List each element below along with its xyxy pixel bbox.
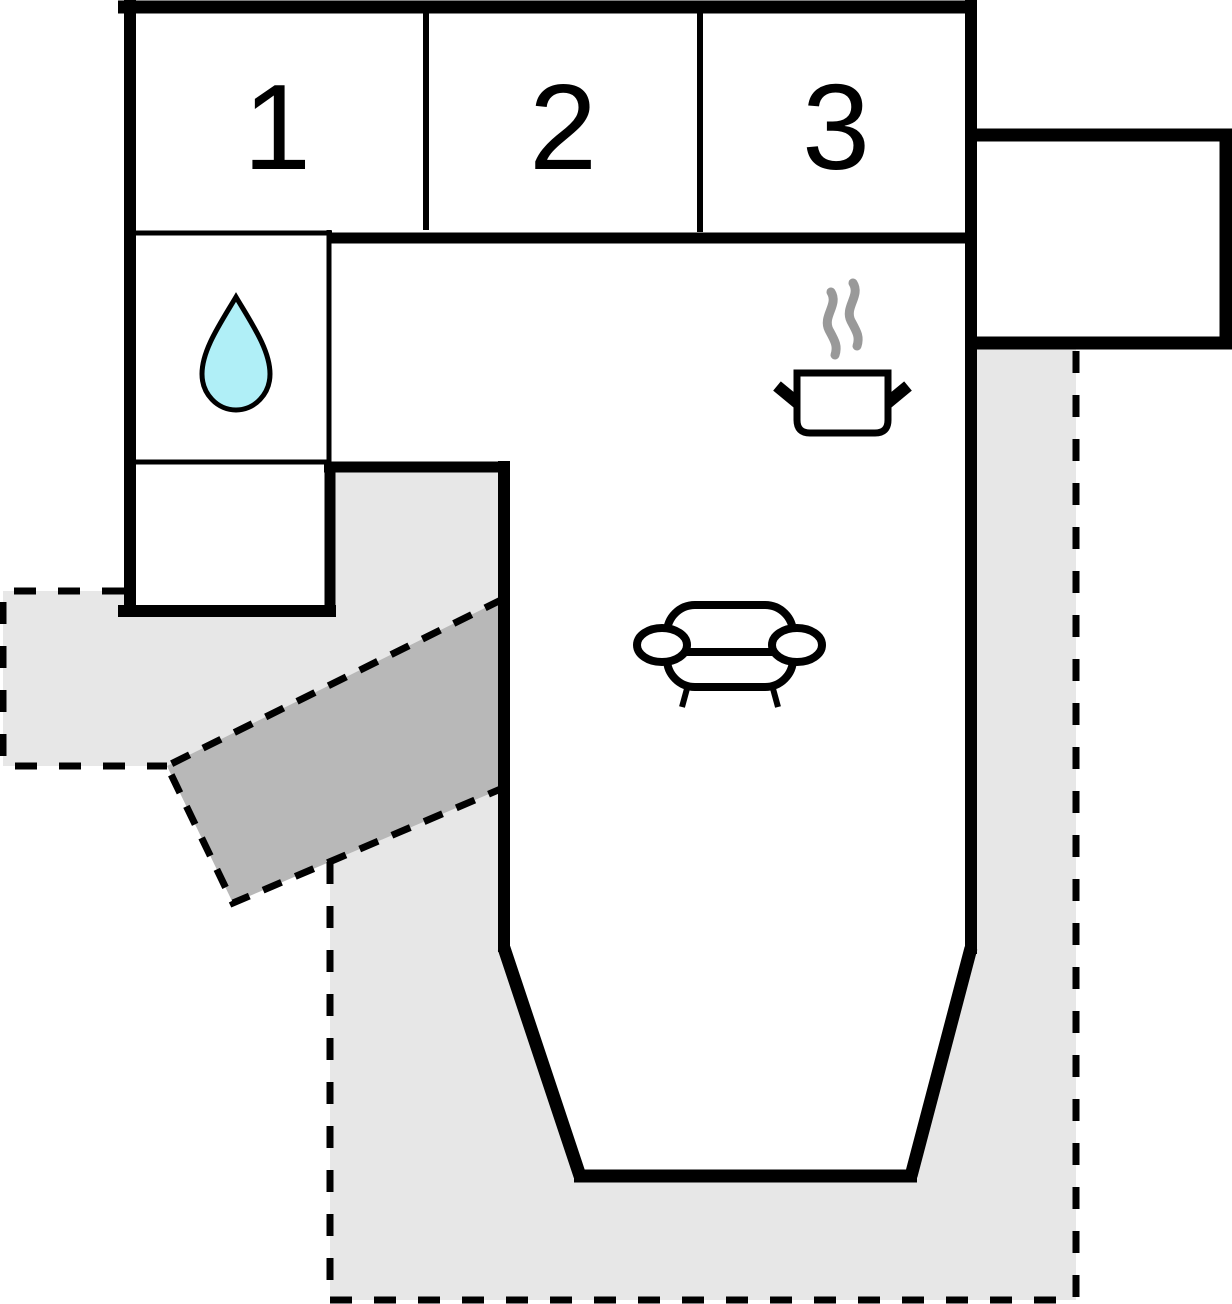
wall-funnel-left-slant xyxy=(497,945,587,1179)
wall-funnel-right-slant xyxy=(904,946,978,1178)
room-2-label: 2 xyxy=(529,59,597,195)
annex-room-floor xyxy=(965,129,1232,349)
room-3-label: 3 xyxy=(802,59,870,195)
cooking-pot-icon xyxy=(773,369,912,437)
left-terrace-dashed-border xyxy=(0,587,167,770)
room-1-label: 1 xyxy=(243,59,311,195)
ramp-area xyxy=(167,599,503,903)
living-area-floor xyxy=(330,233,971,1176)
ramp-dashed-border xyxy=(162,595,505,908)
bedrooms-strip-floor xyxy=(124,6,977,238)
bathroom-block-floor xyxy=(124,233,335,617)
steam-icon xyxy=(822,278,863,360)
sofa-icon xyxy=(633,601,826,708)
water-drop-icon xyxy=(199,292,273,413)
